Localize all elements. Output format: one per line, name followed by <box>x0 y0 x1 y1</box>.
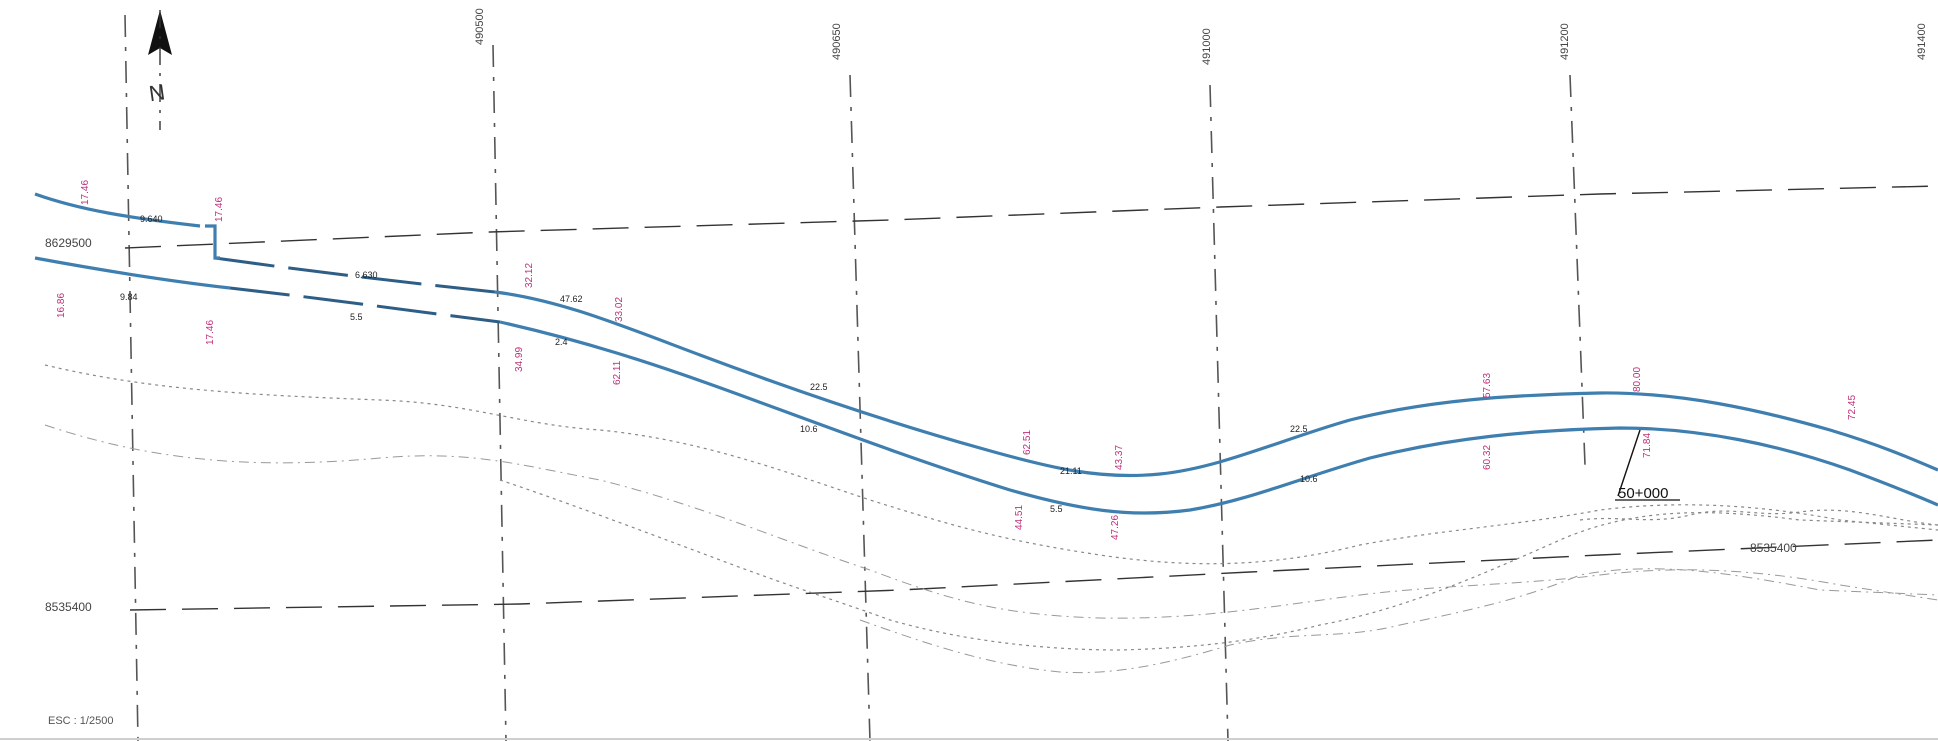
northing-label-1: 8629500 <box>45 236 92 250</box>
contour-line-4 <box>859 568 1938 674</box>
grid-line-h2 <box>129 539 1938 611</box>
elevation-label-16: 71.84 <box>1642 433 1653 458</box>
stationing-label: 50+000 <box>1618 485 1668 502</box>
station-label-7: 22.5 <box>810 382 828 392</box>
elevation-label-10: 44.51 <box>1014 505 1025 530</box>
elevation-label-8: 62.11 <box>612 360 623 385</box>
station-label-5: 47.62 <box>560 294 583 304</box>
road-edge-north-dash <box>214 256 496 294</box>
easting-labels: 490500 490650 491000 491200 491400 <box>474 8 1928 65</box>
station-labels: 9.640 9.84 6.630 5.5 47.62 2.4 22.5 10.6… <box>120 214 1318 514</box>
grid-line-v3 <box>849 74 871 741</box>
station-label-3: 6.630 <box>355 270 378 280</box>
road-edge-north-west <box>34 192 201 228</box>
northing-labels: 8629500 8535400 8535400 <box>45 236 1797 614</box>
road-edge-south-west <box>34 256 231 290</box>
north-arrow-icon: N <box>147 10 172 130</box>
elevation-label-15: 80.00 <box>1632 367 1643 392</box>
elevation-label-4: 17.46 <box>205 320 216 345</box>
station-label-4: 5.5 <box>350 312 363 322</box>
easting-label-3: 491000 <box>1201 28 1213 65</box>
contour-line-1 <box>44 364 1938 565</box>
vertical-grid-lines <box>124 14 1586 741</box>
stationing-callout: 50+000 <box>1615 429 1680 502</box>
elevation-label-9: 62.51 <box>1022 430 1033 455</box>
contour-line-5 <box>1579 509 1938 526</box>
station-label-8: 10.6 <box>800 424 818 434</box>
station-label-11: 22.5 <box>1290 424 1308 434</box>
terrain-contours <box>44 364 1938 674</box>
easting-label-2: 490650 <box>831 23 843 60</box>
elevation-label-14: 60.32 <box>1482 445 1493 470</box>
elevation-label-5: 32.12 <box>524 263 535 288</box>
road-edge-south-dash <box>229 286 501 324</box>
grid-line-v4 <box>1209 84 1229 741</box>
grid-line-v5 <box>1569 74 1586 466</box>
scale-label: ESC : 1/2500 <box>48 715 113 727</box>
grid-line-h1 <box>124 185 1938 249</box>
horizontal-grid-lines <box>124 185 1938 611</box>
elevation-label-17: 72.45 <box>1847 395 1858 420</box>
elevation-label-13: 57.63 <box>1482 373 1493 398</box>
elevation-label-11: 43.37 <box>1114 445 1125 470</box>
station-label-10: 5.5 <box>1050 504 1063 514</box>
road-edge-jog <box>205 224 220 260</box>
grid-line-v2 <box>492 44 507 741</box>
elevation-label-6: 34.99 <box>514 347 525 372</box>
station-label-1: 9.640 <box>140 214 163 224</box>
easting-label-4: 491200 <box>1559 23 1571 60</box>
road-edge-south-main <box>499 320 1938 515</box>
elevation-label-7: 33.02 <box>614 297 625 322</box>
grid-line-v1 <box>124 14 139 741</box>
easting-label-5: 491400 <box>1916 23 1928 60</box>
northing-label-2: 8535400 <box>45 600 92 614</box>
elevation-label-1: 17.46 <box>80 180 91 205</box>
north-arrow-label: N <box>147 79 166 106</box>
elevation-label-2: 16.86 <box>56 293 67 318</box>
station-label-6: 2.4 <box>555 337 568 347</box>
contour-line-3 <box>499 479 1938 651</box>
elevation-label-3: 17.46 <box>214 197 225 222</box>
station-label-12: 10.6 <box>1300 474 1318 484</box>
contour-line-2 <box>44 424 1938 619</box>
road-edge-north-main <box>494 290 1938 478</box>
station-label-9: 21.11 <box>1060 466 1082 476</box>
easting-label-1: 490500 <box>474 8 486 45</box>
northing-label-3: 8535400 <box>1750 541 1797 555</box>
elevation-labels: 17.46 16.86 17.46 17.46 32.12 34.99 33.0… <box>56 180 1858 540</box>
road-alignment <box>34 192 1938 515</box>
station-label-2: 9.84 <box>120 292 138 302</box>
elevation-label-12: 47.26 <box>1110 515 1121 540</box>
